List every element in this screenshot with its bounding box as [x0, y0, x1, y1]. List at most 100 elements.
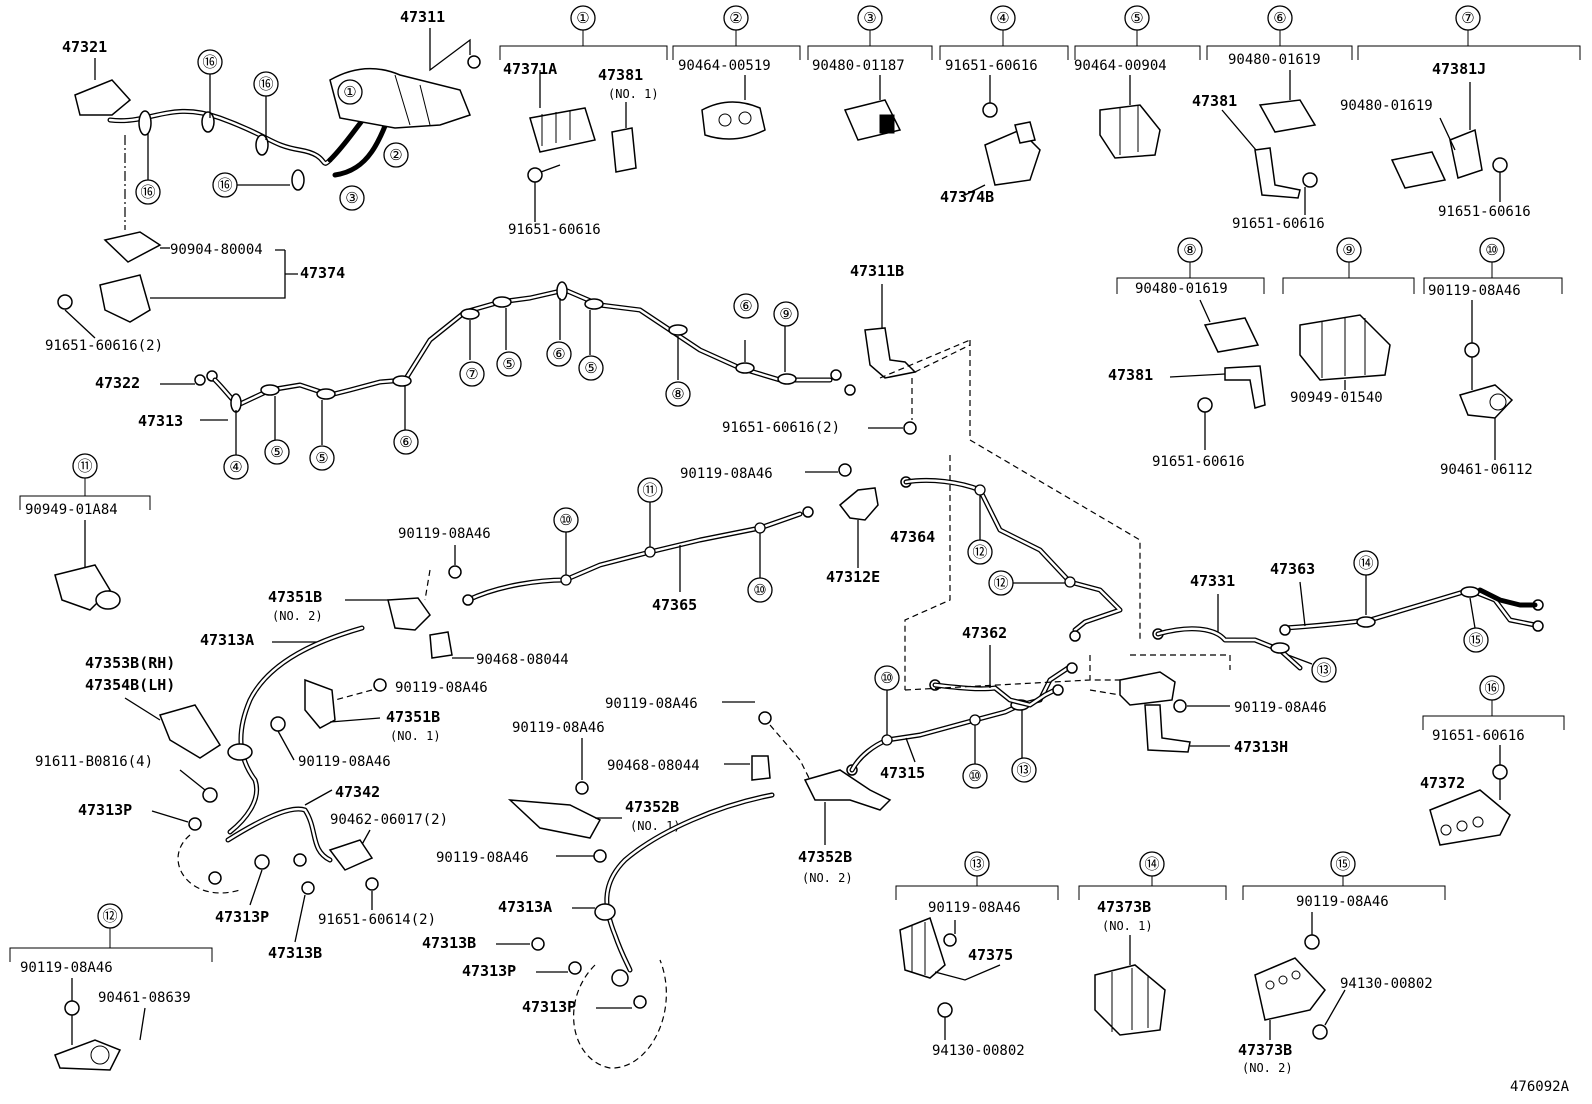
bolt-icon [1304, 934, 1320, 950]
bolt-icon [531, 937, 545, 951]
callout-6: ⑥ [1273, 9, 1286, 27]
bracket-47311B-icon [864, 327, 917, 379]
callout-10-c: ⑩ [880, 669, 893, 687]
callout-5: ⑤ [1130, 9, 1143, 27]
bolt-icon [575, 781, 589, 795]
callout-11: ⑪ [77, 457, 92, 475]
nut-icon [937, 1002, 953, 1018]
bolt-icon [943, 933, 957, 947]
label-47353B-rh: 47353B(RH) [85, 654, 175, 672]
label-47313B-a: 47313B [268, 944, 322, 962]
label-90119-08A46-k15: 90119-08A46 [1296, 894, 1389, 910]
kit-15: 90119-08A46 94130-00802 47373B (NO. 2) [1238, 894, 1433, 1075]
label-47373B-no1: 47373B [1097, 898, 1151, 916]
callout-16-b: ⑯ [258, 75, 273, 93]
bolt-icon [270, 716, 286, 732]
middle-pipes: 90119-08A46 47312E ⑩ ⑪ ⑩ 47365 47364 ⑫ ⑫ [462, 340, 1141, 690]
label-47374: 47374 [300, 264, 345, 282]
callout-12-b: ⑫ [993, 574, 1008, 592]
kit-callouts-top: ① ② ③ ④ ⑤ ⑥ ⑦ ⑧ ⑨ ⑩ ⑪ ⑫ ⑬ ⑭ ⑮ ⑯ [72, 5, 1505, 929]
callout-3: ③ [863, 9, 876, 27]
clip-icon [1258, 99, 1317, 133]
bolt-icon [758, 711, 772, 725]
label-47322: 47322 [95, 374, 140, 392]
callout-6-c: ⑥ [739, 297, 752, 315]
callout-12-a: ⑫ [972, 543, 987, 561]
clamp-47373B-icon [1094, 964, 1166, 1036]
label-47352B-no2: 47352B [798, 848, 852, 866]
label-47313H: 47313H [1234, 738, 1288, 756]
label-90461-08639: 90461-08639 [98, 990, 191, 1006]
kit-8: 90480-01619 47381 91651-60616 [1108, 281, 1266, 470]
hose-clip-icon [227, 743, 253, 761]
bolt-icon [202, 787, 218, 803]
bolt-icon [64, 1000, 80, 1016]
bracket-47351B-no2-icon [387, 597, 431, 631]
callout-2: ② [729, 9, 742, 27]
washer-icon [633, 995, 647, 1009]
label-91651-60616-k7: 91651-60616 [1438, 204, 1531, 220]
kit-12: 90119-08A46 90461-08639 [20, 960, 191, 1071]
kit-5: 90464-00904 [1074, 58, 1167, 159]
label-no2: (NO. 2) [272, 609, 323, 623]
label-no1: (NO. 1) [608, 87, 659, 101]
label-47381-k6: 47381 [1192, 92, 1237, 110]
bolt-icon [1492, 157, 1508, 173]
clamp-47374B-icon [984, 129, 1041, 186]
bracket-47351B-no1-icon [304, 678, 336, 729]
bolt-icon [1302, 172, 1318, 188]
label-90119-08A46-k12: 90119-08A46 [20, 960, 113, 976]
label-47313P-b: 47313P [215, 908, 269, 926]
label-47313P-a: 47313P [78, 801, 132, 819]
callout-9: ⑨ [1342, 241, 1355, 259]
callout-5-c: ⑤ [502, 355, 515, 373]
label-90119-08A46-k13: 90119-08A46 [928, 900, 1021, 916]
label-90468-08044-b: 90468-08044 [607, 758, 700, 774]
label-90119-08A46-f: 90119-08A46 [512, 720, 605, 736]
kit-4: 91651-60616 47374B [940, 58, 1041, 206]
label-47364: 47364 [890, 528, 935, 546]
bolt-icon [982, 102, 998, 118]
callout-4: ④ [996, 9, 1009, 27]
callout-7: ⑦ [1461, 9, 1474, 27]
label-47311B: 47311B [850, 262, 904, 280]
label-90119-08A46-c: 90119-08A46 [395, 680, 488, 696]
clamp-47375-icon [899, 917, 946, 979]
bolt-icon [448, 565, 462, 579]
label-47313P-c: 47313P [462, 962, 516, 980]
label-90119-08A46-k10: 90119-08A46 [1428, 283, 1521, 299]
callout-16: ⑯ [1484, 679, 1499, 697]
label-91651-60616-k8: 91651-60616 [1152, 454, 1245, 470]
label-47313: 47313 [138, 412, 183, 430]
label-47381J: 47381J [1432, 60, 1486, 78]
kit-2: 90464-00519 [678, 58, 771, 140]
clip-90468-icon [751, 755, 771, 781]
label-47371A: 47371A [503, 60, 557, 78]
label-no1-k14: (NO. 1) [1102, 919, 1153, 933]
label-90119-08A46-h: 90119-08A46 [1234, 700, 1327, 716]
bleeder-icon [467, 55, 481, 69]
label-90480-01619-k6: 90480-01619 [1228, 52, 1321, 68]
callout-9-a: ⑨ [779, 305, 792, 323]
callout-14: ⑭ [1144, 855, 1159, 873]
label-91611-B0816: 91611-B0816(4) [35, 754, 153, 770]
callout-4-a: ④ [229, 458, 242, 476]
bracket-icon [1449, 128, 1483, 179]
label-47342: 47342 [335, 783, 380, 801]
label-47363: 47363 [1270, 560, 1315, 578]
callout-1: ① [576, 9, 589, 27]
label-90119-08A46-b: 90119-08A46 [398, 526, 491, 542]
label-90468-08044-a: 90468-08044 [476, 652, 569, 668]
kit-3: 90480-01187 [812, 58, 905, 141]
label-47351B-no2: 47351B [268, 588, 322, 606]
label-no2-k15: (NO. 2) [1242, 1061, 1293, 1075]
kit-16: 91651-60616 47372 [1420, 728, 1525, 846]
callout-6-b: ⑥ [552, 345, 565, 363]
label-47313P-d: 47313P [522, 998, 576, 1016]
kit-11: 90949-01A84 [25, 502, 121, 611]
diagram-id: 476092A [1510, 1079, 1570, 1095]
callout-3-a: ③ [345, 189, 358, 207]
callout-8-a: ⑧ [671, 385, 684, 403]
callout-10-b: ⑩ [753, 581, 766, 599]
bracket-47321-icon [74, 79, 132, 116]
